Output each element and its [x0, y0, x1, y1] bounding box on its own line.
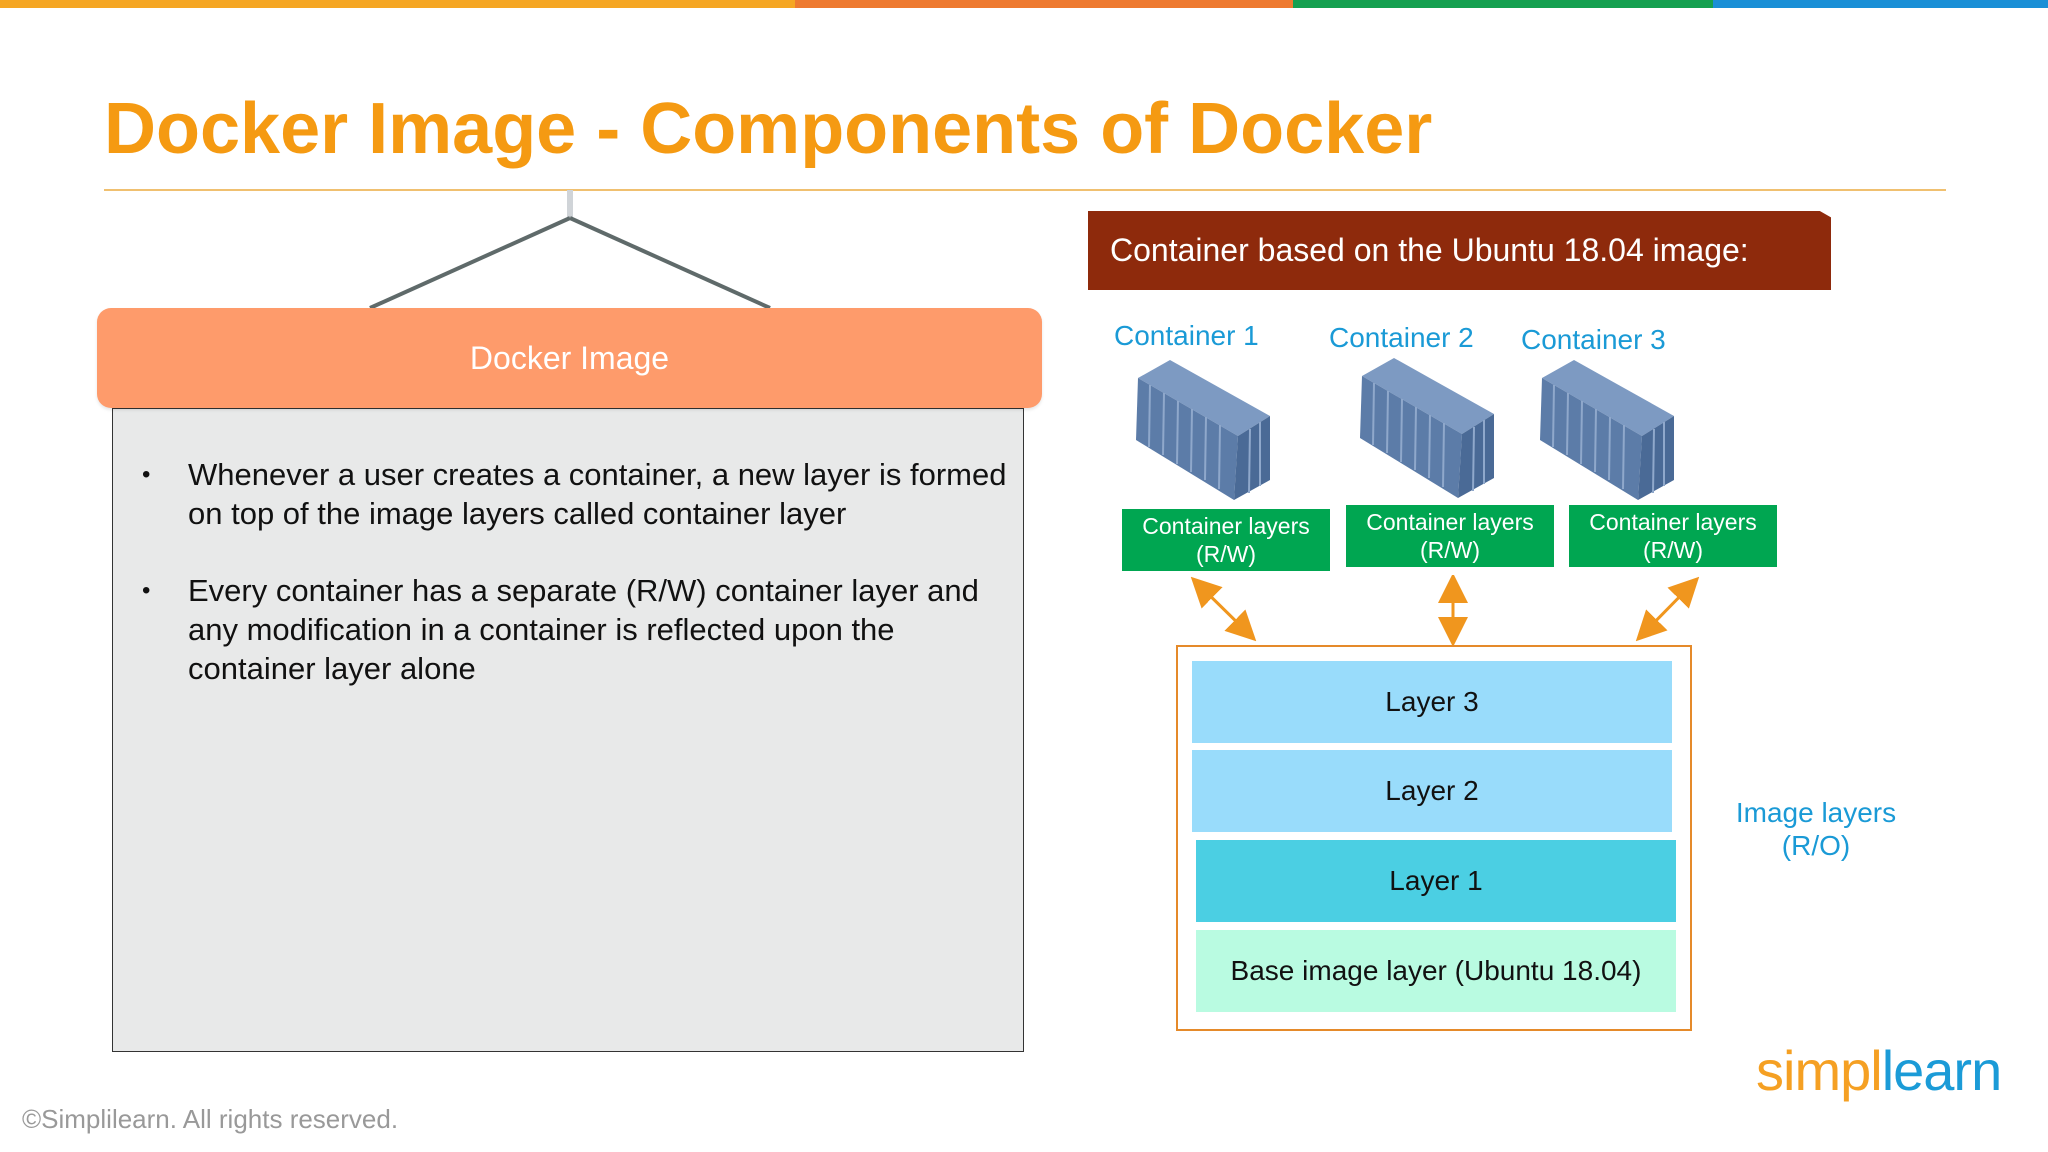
- image-layers-label: Image layers (R/O): [1735, 797, 1897, 861]
- container-2-layer-box: Container layers (R/W): [1344, 503, 1556, 569]
- layer-2: Layer 2: [1192, 750, 1672, 832]
- arrow-container-1: [1190, 576, 1257, 642]
- bullet-text: Every container has a separate (R/W) con…: [188, 573, 979, 686]
- container-2-title: Container 2: [1329, 322, 1474, 353]
- title-divider: [104, 189, 1946, 191]
- top-bar-segment-3: [1293, 0, 1713, 8]
- top-bar-segment-4: [1713, 0, 2048, 8]
- container-1-layer-box: Container layers (R/W): [1120, 507, 1332, 573]
- hierarchy-connector: [369, 190, 771, 310]
- top-color-bar: [0, 0, 2048, 8]
- simplilearn-logo: simpllearn: [1756, 1038, 2003, 1103]
- arrow-container-3: [1635, 576, 1700, 642]
- shipping-container-icon: [1360, 358, 1494, 498]
- double-arrows: [1190, 575, 1700, 645]
- base-image-layer: Base image layer (Ubuntu 18.04): [1196, 930, 1676, 1012]
- shipping-container-icon: [1540, 360, 1674, 500]
- container-3-title: Container 3: [1521, 324, 1666, 355]
- container-3-layer-box: Container layers (R/W): [1567, 503, 1779, 569]
- layer-3: Layer 3: [1192, 661, 1672, 743]
- slide-title: Docker Image - Components of Docker: [104, 89, 1433, 169]
- bullet-dot: •: [142, 461, 151, 488]
- copyright-text: ©Simplilearn. All rights reserved.: [22, 1104, 399, 1134]
- shipping-container-icon: [1136, 360, 1270, 500]
- docker-image-panel: [112, 408, 1024, 1052]
- ubuntu-banner: Container based on the Ubuntu 18.04 imag…: [1088, 211, 1831, 290]
- layer-1: Layer 1: [1196, 840, 1676, 922]
- top-bar-segment-1: [0, 0, 795, 8]
- top-bar-segment-2: [795, 0, 1293, 8]
- logo-text-simpl: simpl: [1756, 1039, 1883, 1102]
- bullet-text: Whenever a user creates a container, a n…: [188, 457, 1007, 531]
- docker-image-header: Docker Image: [97, 308, 1042, 408]
- bullet-dot: •: [142, 577, 151, 604]
- container-1-title: Container 1: [1114, 320, 1259, 351]
- logo-text-learn: learn: [1881, 1039, 2003, 1102]
